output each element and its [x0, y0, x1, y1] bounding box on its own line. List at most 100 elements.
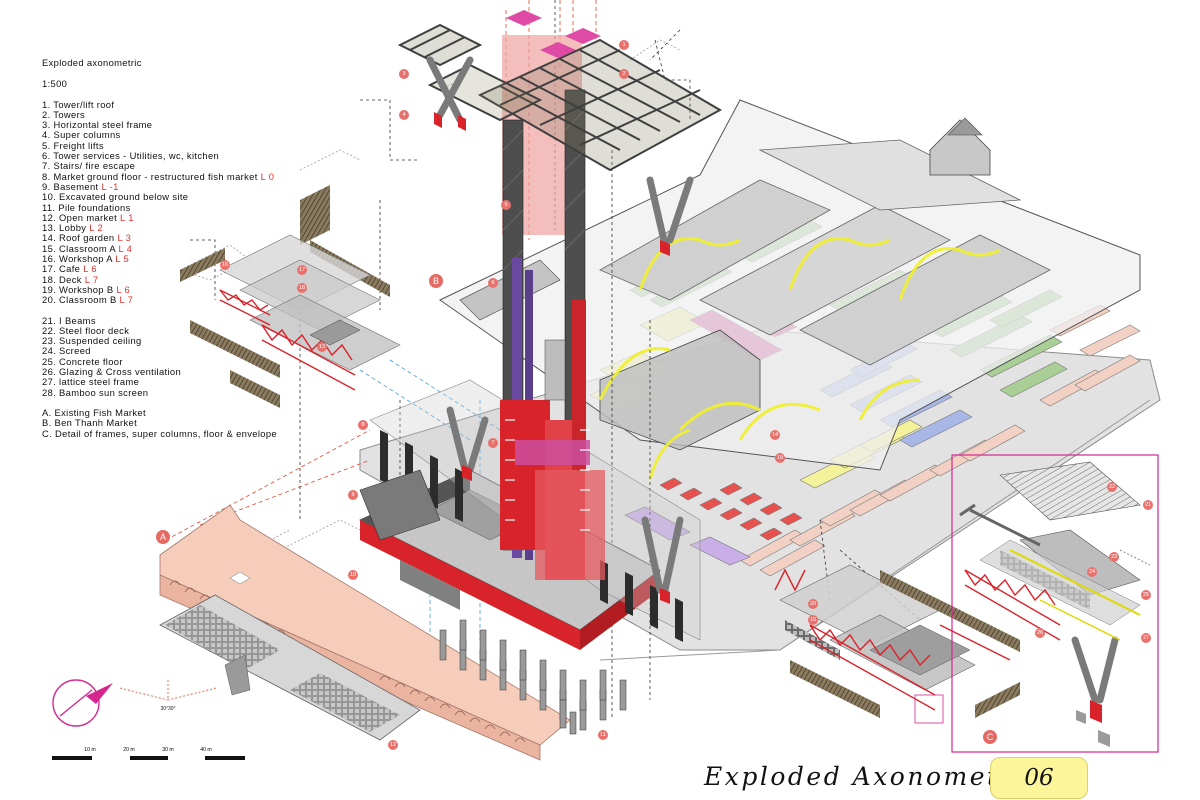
callout-number: 6: [491, 280, 494, 286]
pile-foundations: [439, 619, 627, 735]
callout-26: 26: [1035, 628, 1045, 638]
callout-10: 10: [348, 570, 358, 580]
callout-number: 21: [1145, 502, 1151, 508]
callout-c-marker: C: [983, 730, 997, 744]
legend-item-label: 16. Workshop A: [42, 253, 116, 265]
scale-label: 30 m: [162, 747, 174, 753]
scale-label: 40 m: [200, 747, 212, 753]
legend-building-item: C. Detail of frames, super columns, floo…: [42, 427, 277, 439]
callout-circle: [775, 453, 785, 463]
north-arrow-icon: [52, 679, 113, 727]
callout-22: 22: [1107, 482, 1117, 492]
legend-item-level: L 4: [118, 242, 133, 254]
legend: Exploded axonometric 1:500 1. Tower/lift…: [42, 57, 342, 439]
callout-markers: 1234567891011121314151617181920212223242…: [156, 40, 1153, 750]
callout-circle: [399, 69, 409, 79]
legend-item: 6. Tower services - Utilities, wc, kitch…: [42, 150, 342, 162]
legend-item-level: L 5: [115, 253, 130, 265]
legend-item: 11. Pile foundations: [42, 201, 342, 213]
callout-letter: C: [987, 732, 994, 742]
callout-circle: [1143, 500, 1153, 510]
legend-material-item: 21. I Beams: [42, 314, 96, 326]
callout-12: 12: [388, 740, 398, 750]
legend-building-item: B. Ben Thanh Market: [42, 417, 138, 429]
callout-3: 3: [399, 69, 409, 79]
legend-item-level: L 6: [83, 263, 97, 275]
callout-circle: [1141, 633, 1151, 643]
legend-item: 4. Super columns: [42, 130, 342, 140]
legend-building-item: A. Existing Fish Market: [42, 406, 146, 418]
legend-item: 12. Open market L 1: [42, 211, 342, 223]
callout-circle: [1107, 482, 1117, 492]
tower-module-right: [774, 564, 1020, 724]
callout-16: 16: [220, 260, 230, 270]
angle-label: 30°30°: [160, 706, 175, 712]
callout-15: 15: [808, 615, 818, 625]
callout-circle: [808, 615, 818, 625]
callout-circle: [1109, 552, 1119, 562]
legend-item-level: L 7: [84, 273, 99, 285]
callout-circle: [983, 730, 997, 744]
legend-material-item: 26. Glazing & Cross ventilation: [42, 366, 182, 378]
legend-item: 1. Tower/lift roof: [42, 99, 342, 110]
callout-number: 2: [622, 71, 625, 77]
callout-2: 2: [619, 69, 629, 79]
callout-number: 27: [1143, 635, 1149, 641]
legend-item-level: L 2: [89, 222, 104, 234]
callout-25: 25: [1141, 590, 1151, 600]
callout-letter: B: [433, 276, 439, 286]
legend-item: 17. Cafe L 6: [42, 264, 342, 274]
legend-item-level: L 7: [119, 294, 134, 306]
legend-item-label: 6. Tower services - Utilities, wc, kitch…: [42, 150, 220, 162]
legend-item: 19. Workshop B L 6: [42, 283, 342, 295]
callout-letter: A: [160, 532, 166, 542]
legend-item: 2. Towers: [42, 108, 342, 120]
legend-item-label: 2. Towers: [42, 108, 86, 120]
callout-5: 5: [501, 200, 511, 210]
page-number-badge: 06: [990, 757, 1088, 799]
callout-number: 16: [222, 262, 228, 268]
callout-number: 8: [361, 422, 364, 428]
callout-number: 17: [299, 267, 305, 273]
callout-27: 27: [1141, 633, 1151, 643]
legend-scale: 1:500: [42, 78, 68, 90]
legend-item-label: 19. Workshop B: [42, 283, 117, 295]
legend-item: 10. Excavated ground below site: [42, 192, 342, 202]
detail-c-frame: [951, 454, 1159, 753]
legend-item-label: 13. Lobby: [42, 222, 90, 234]
callout-14: 14: [770, 430, 780, 440]
callout-number: 5: [504, 202, 507, 208]
callout-number: 3: [402, 71, 405, 77]
legend-material-item: 25. Concrete floor: [42, 355, 123, 367]
callout-circle: [808, 599, 818, 609]
legend-item-label: 4. Super columns: [42, 129, 121, 141]
callout-number: 25: [1143, 592, 1149, 598]
legend-material-item: 24. Screed: [42, 345, 91, 357]
callout-number: 24: [1089, 569, 1095, 575]
legend-item: 16. Workshop A L 5: [42, 253, 342, 265]
callout-number: 19: [777, 455, 783, 461]
legend-item-label: 11. Pile foundations: [42, 201, 131, 213]
callout-24: 24: [1087, 567, 1097, 577]
callout-circle: [297, 283, 307, 293]
legend-item-level: L 1: [120, 211, 134, 223]
callout-number: 22: [1109, 484, 1115, 490]
legend-item-level: L 6: [116, 283, 131, 295]
callout-number: 10: [350, 572, 356, 578]
callout-circle: [488, 438, 498, 448]
callout-circle: [220, 260, 230, 270]
callout-circle: [358, 420, 368, 430]
callout-number: 11: [600, 732, 606, 738]
legend-item-level: L -1: [101, 180, 119, 192]
callout-b-marker: B: [429, 274, 443, 288]
callout-number: 7: [491, 440, 494, 446]
callout-1: 1: [619, 40, 629, 50]
existing-fish-market: [159, 504, 571, 761]
legend-item-label: 9. Basement: [42, 180, 102, 192]
callout-circle: [619, 40, 629, 50]
callout-13: 13: [317, 342, 327, 352]
callout-19: 19: [775, 453, 785, 463]
callout-circle: [1035, 628, 1045, 638]
